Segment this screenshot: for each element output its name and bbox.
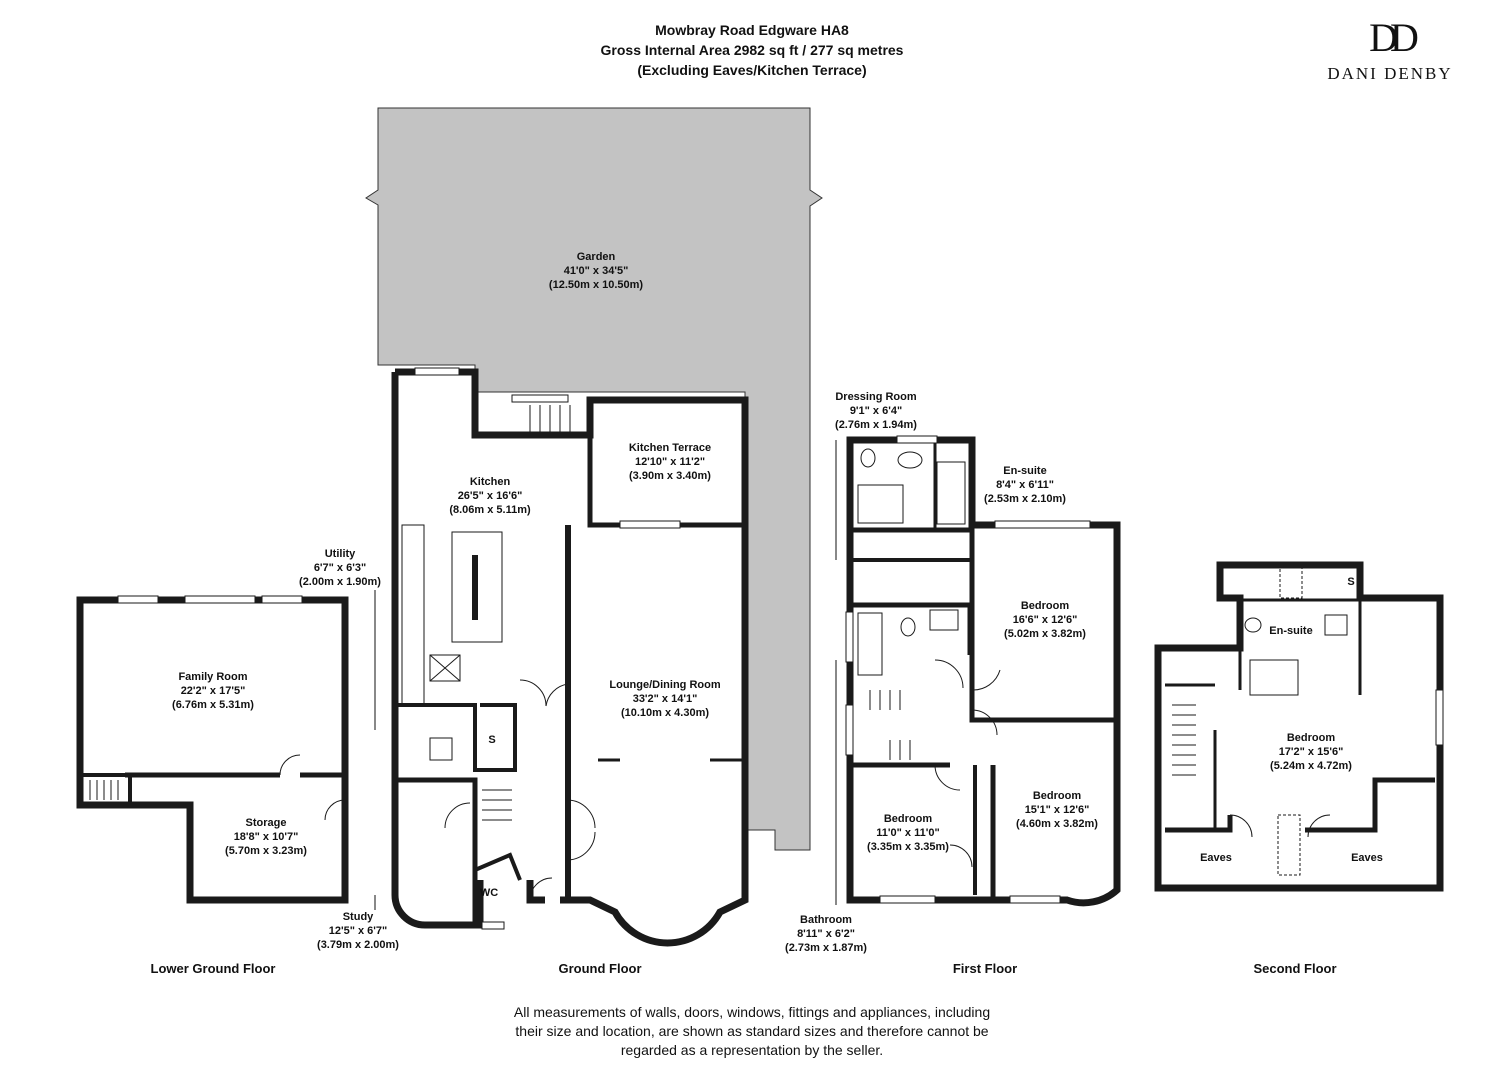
disclaimer-line: their size and location, are shown as st…: [515, 1023, 989, 1039]
room-name: Bedroom: [1032, 790, 1082, 802]
room-garden: Garden 41'0" x 34'5" (12.50m x 10.50m): [549, 250, 643, 292]
floor-label-lower-ground: Lower Ground Floor: [150, 961, 276, 976]
room-name: En-suite: [1003, 465, 1047, 477]
room-name: Bedroom: [883, 813, 933, 825]
ground-floor-walls: [391, 368, 749, 947]
room-size-metric: (6.76m x 5.31m): [172, 699, 254, 711]
disclaimer-line: All measurements of walls, doors, window…: [513, 1004, 991, 1020]
room-size-imperial: 26'5" x 16'6": [457, 490, 523, 502]
lower-ground-floor-walls: [76, 596, 349, 904]
room-size-imperial: 15'1" x 12'6": [1024, 804, 1090, 816]
room-name: Storage: [245, 817, 287, 829]
room-bedroom-3: Bedroom 11'0" x 11'0" (3.35m x 3.35m): [867, 812, 949, 854]
room-name: Dressing Room: [835, 391, 917, 403]
room-size-metric: (2.73m x 1.87m): [785, 942, 867, 954]
room-eaves-left: Eaves: [1200, 851, 1232, 865]
room-family: Family Room 22'2" x 17'5" (6.76m x 5.31m…: [172, 670, 254, 712]
room-name: En-suite: [1269, 625, 1313, 637]
room-name: Garden: [576, 251, 616, 263]
room-lounge-dining: Lounge/Dining Room 33'2" x 14'1" (10.10m…: [609, 678, 720, 720]
room-name: Lounge/Dining Room: [609, 679, 721, 691]
floor-label-ground: Ground Floor: [558, 961, 642, 976]
room-size-metric: (5.02m x 3.82m): [1004, 628, 1086, 640]
room-ensuite-second: En-suite: [1269, 624, 1312, 638]
room-size-imperial: 33'2" x 14'1": [632, 693, 698, 705]
room-dressing: Dressing Room 9'1" x 6'4" (2.76m x 1.94m…: [835, 390, 917, 432]
room-size-metric: (2.53m x 2.10m): [984, 493, 1066, 505]
room-size-metric: (2.76m x 1.94m): [835, 419, 917, 431]
plan-title: Mowbray Road Edgware HA8: [655, 22, 849, 38]
room-size-imperial: 12'10" x 11'2": [634, 456, 706, 468]
room-name: Bedroom: [1020, 600, 1070, 612]
room-size-metric: (4.60m x 3.82m): [1016, 818, 1098, 830]
room-size-metric: (12.50m x 10.50m): [548, 279, 644, 291]
room-kitchen-terrace: Kitchen Terrace 12'10" x 11'2" (3.90m x …: [629, 441, 711, 483]
ground-windows: [414, 367, 681, 930]
room-name: Kitchen: [469, 476, 511, 488]
room-name: S: [488, 734, 496, 746]
ground-stairs: [482, 405, 571, 821]
room-bathroom: Bathroom 8'11" x 6'2" (2.73m x 1.87m): [785, 913, 867, 955]
brand-name: DANI DENBY: [1327, 64, 1453, 83]
room-size-imperial: 8'11" x 6'2": [797, 928, 855, 940]
room-size-metric: (5.24m x 4.72m): [1270, 760, 1352, 772]
ground-doors: [444, 679, 745, 901]
room-size-imperial: 9'1" x 6'4": [849, 405, 903, 417]
room-size-metric: (3.35m x 3.35m): [867, 841, 949, 853]
room-size-metric: (2.00m x 1.90m): [299, 576, 381, 588]
room-bedroom-4: Bedroom 17'2" x 15'6" (5.24m x 4.72m): [1270, 731, 1352, 773]
room-size-imperial: 8'4" x 6'11": [996, 479, 1054, 491]
room-bedroom-1: Bedroom 16'6" x 12'6" (5.02m x 3.82m): [1004, 599, 1086, 641]
room-store-s: S: [488, 733, 495, 747]
room-name: Eaves: [1351, 852, 1383, 864]
room-size-metric: (10.10m x 4.30m): [620, 707, 710, 719]
room-name: Family Room: [178, 671, 248, 683]
room-name: Utility: [324, 548, 356, 560]
area-note: (Excluding Eaves/Kitchen Terrace): [637, 62, 867, 78]
disclaimer-line: regarded as a representation by the sell…: [620, 1042, 884, 1058]
brand-logo: DD DANI DENBY: [1305, 18, 1475, 84]
family-room-windows: [117, 595, 303, 604]
room-size-metric: (8.06m x 5.11m): [449, 504, 531, 516]
disclaimer: All measurements of walls, doors, window…: [400, 1003, 1104, 1060]
garden-area: [365, 107, 823, 851]
kitchen-island: [401, 524, 503, 761]
room-name: WC: [479, 887, 499, 899]
room-eaves-right: Eaves: [1351, 851, 1383, 865]
room-size-imperial: 41'0" x 34'5": [563, 265, 629, 277]
first-floor-fixtures: [845, 435, 1091, 904]
room-utility: Utility 6'7" x 6'3" (2.00m x 1.90m): [299, 547, 381, 589]
room-name: Kitchen Terrace: [628, 442, 712, 454]
second-floor-walls: [1154, 561, 1444, 892]
room-name: Eaves: [1200, 852, 1232, 864]
room-study: Study 12'5" x 6'7" (3.79m x 2.00m): [317, 910, 399, 952]
room-size-metric: (5.70m x 3.23m): [225, 845, 307, 857]
gross-area: Gross Internal Area 2982 sq ft / 277 sq …: [600, 42, 904, 58]
room-size-imperial: 11'0" x 11'0": [876, 827, 940, 839]
floor-label-first: First Floor: [952, 961, 1018, 976]
room-bedroom-2: Bedroom 15'1" x 12'6" (4.60m x 3.82m): [1016, 789, 1098, 831]
room-ensuite-first: En-suite 8'4" x 6'11" (2.53m x 2.10m): [984, 464, 1066, 506]
room-size-imperial: 12'5" x 6'7": [328, 925, 388, 937]
room-store-s-second: S: [1347, 575, 1354, 589]
room-storage: Storage 18'8" x 10'7" (5.70m x 3.23m): [225, 816, 307, 858]
room-size-metric: (3.79m x 2.00m): [317, 939, 399, 951]
room-size-imperial: 22'2" x 17'5": [180, 685, 246, 697]
room-kitchen: Kitchen 26'5" x 16'6" (8.06m x 5.11m): [449, 475, 530, 517]
room-size-imperial: 17'2" x 15'6": [1278, 746, 1344, 758]
brand-monogram: DD: [1369, 15, 1419, 60]
room-name: Bedroom: [1286, 732, 1336, 744]
room-name: Bathroom: [800, 914, 852, 926]
second-floor-fixtures: [1172, 567, 1444, 876]
lower-stairs: [89, 780, 119, 800]
floor-label-second: Second Floor: [1253, 961, 1337, 976]
room-wc: WC: [480, 886, 498, 900]
room-size-imperial: 16'6" x 12'6": [1012, 614, 1078, 626]
room-name: S: [1347, 576, 1355, 588]
room-size-imperial: 18'8" x 10'7": [233, 831, 299, 843]
room-size-metric: (3.90m x 3.40m): [629, 470, 711, 482]
room-name: Study: [342, 911, 374, 923]
room-size-imperial: 6'7" x 6'3": [313, 562, 367, 574]
